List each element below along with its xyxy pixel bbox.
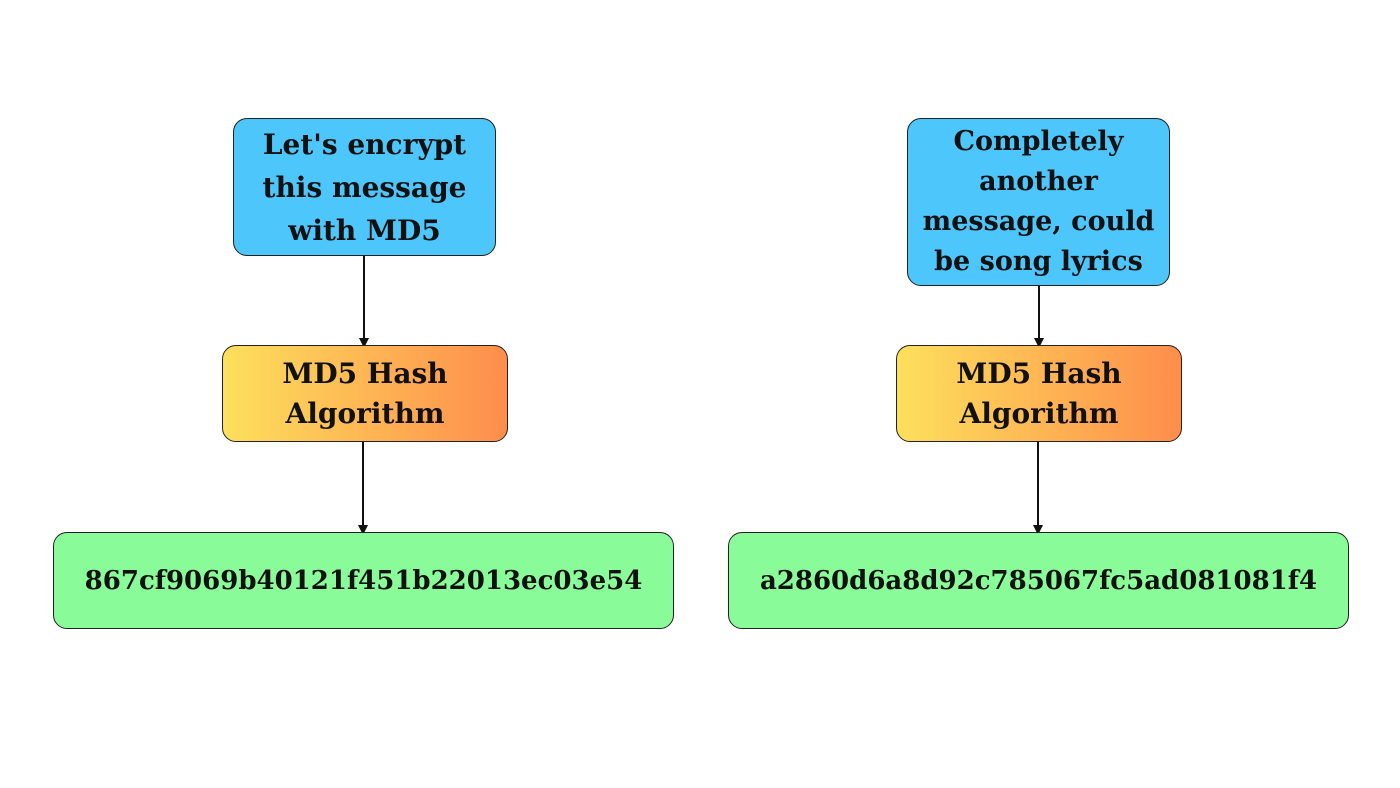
right-hash-box: a2860d6a8d92c785067fc5ad081081f4 — [728, 532, 1349, 629]
right-message-box: Completely another message, could be son… — [907, 118, 1170, 286]
right-message-text: Completely another message, could be son… — [922, 126, 1155, 277]
right-algorithm-text: MD5 Hash Algorithm — [956, 356, 1122, 430]
left-message-box: Let's encrypt this message with MD5 — [233, 118, 496, 256]
left-algorithm-box: MD5 Hash Algorithm — [222, 345, 508, 442]
left-algorithm-text: MD5 Hash Algorithm — [282, 356, 448, 430]
left-message-text: Let's encrypt this message with MD5 — [262, 127, 467, 247]
left-hash-box: 867cf9069b40121f451b22013ec03e54 — [53, 532, 674, 629]
right-hash-text: a2860d6a8d92c785067fc5ad081081f4 — [759, 565, 1318, 596]
left-hash-text: 867cf9069b40121f451b22013ec03e54 — [84, 565, 643, 596]
right-algorithm-box: MD5 Hash Algorithm — [896, 345, 1182, 442]
